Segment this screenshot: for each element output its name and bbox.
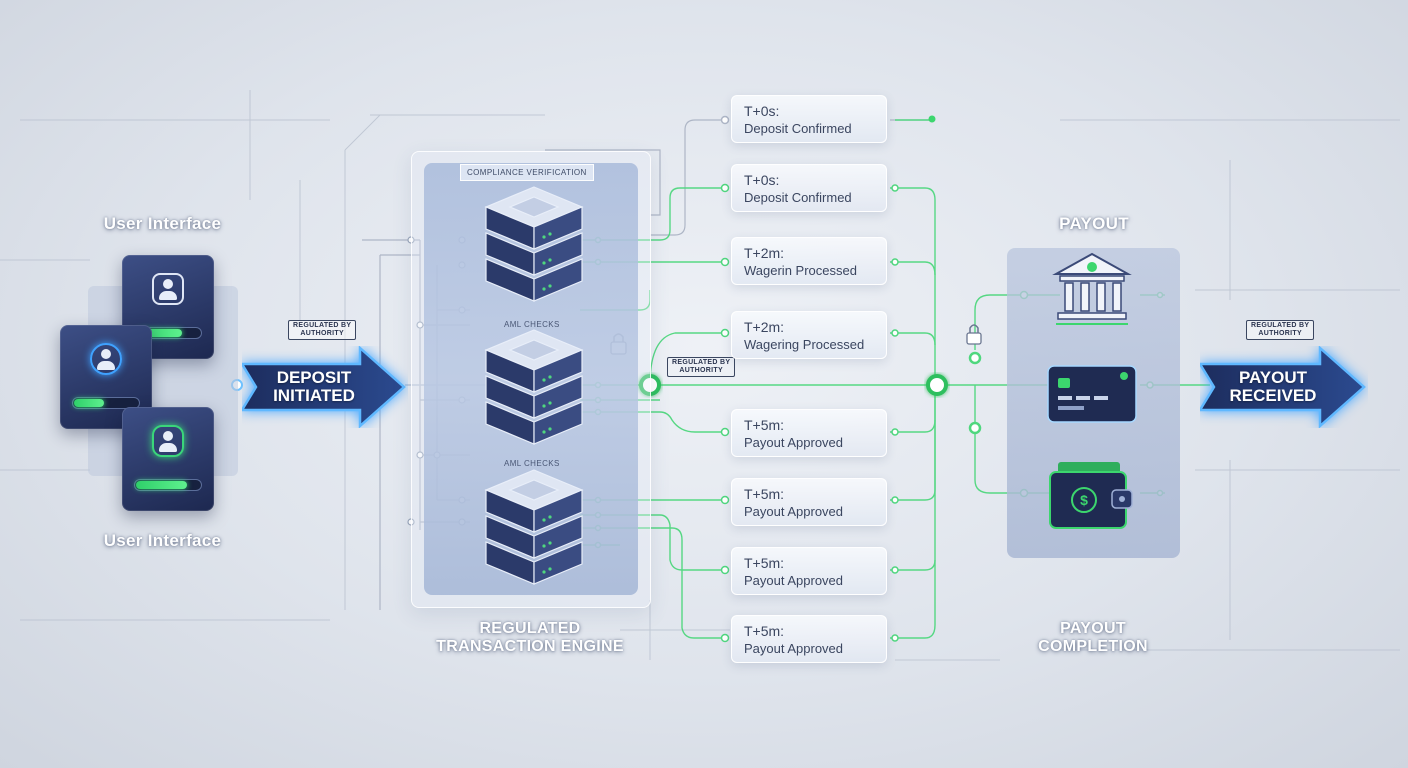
event-time: T+5m:	[744, 555, 785, 571]
event-card[interactable]: T+5m: Payout Approved	[731, 478, 887, 526]
event-card[interactable]: T+2m: Wagerin Processed	[731, 237, 887, 285]
bank-icon[interactable]	[1052, 252, 1132, 328]
aml-checks-tag: AML CHECKS	[504, 320, 560, 329]
event-time: T+0s:	[744, 103, 780, 119]
event-desc: Payout Approved	[744, 641, 844, 656]
deposit-line1: DEPOSIT	[276, 368, 352, 387]
user-icon	[90, 343, 122, 375]
user-card[interactable]	[122, 407, 214, 511]
event-desc: Payout Approved	[744, 435, 844, 450]
wallet-icon[interactable]: $	[1046, 458, 1138, 534]
event-desc: Payout Approved	[744, 504, 844, 519]
svg-text:$: $	[1080, 492, 1088, 508]
payout-title: PAYOUT	[1059, 214, 1129, 233]
event-desc: Deposit Confirmed	[744, 190, 852, 205]
event-time: T+2m:	[744, 319, 785, 335]
padlock-icon	[966, 324, 982, 345]
event-card[interactable]: T+0s: Deposit Confirmed	[731, 164, 887, 212]
event-desc: Deposit Confirmed	[744, 121, 852, 136]
progress-bar	[134, 479, 202, 491]
event-desc: Wagerin Processed	[744, 263, 857, 278]
server-stack-icon	[484, 186, 584, 302]
shield-user-icon	[152, 273, 184, 305]
user-interface-label-top: User Interface	[103, 214, 222, 233]
event-card[interactable]: T+2m: Wagering Processed	[731, 311, 887, 359]
user-interface-label-bottom: User Interface	[103, 531, 222, 550]
received-line1: PAYOUT	[1238, 368, 1308, 387]
shield-user-icon	[152, 425, 184, 457]
event-time: T+0s:	[744, 172, 780, 188]
event-time: T+5m:	[744, 623, 785, 639]
event-card[interactable]: T+0s: Deposit Confirmed	[731, 95, 887, 143]
event-card[interactable]: T+5m: Payout Approved	[731, 615, 887, 663]
credit-card-icon[interactable]	[1046, 364, 1138, 424]
deposit-line2: INITIATED	[273, 386, 355, 405]
event-desc: Payout Approved	[744, 573, 844, 588]
aml-checks-tag: AML CHECKS	[504, 459, 560, 468]
event-time: T+5m:	[744, 486, 785, 502]
server-stack-icon	[484, 469, 584, 585]
event-time: T+5m:	[744, 417, 785, 433]
event-time: T+2m:	[744, 245, 785, 261]
progress-bar	[72, 397, 140, 409]
server-stack-icon	[484, 329, 584, 445]
compliance-verification-tag: COMPLIANCE VERIFICATION	[460, 164, 594, 181]
event-desc: Wagering Processed	[744, 337, 865, 352]
event-card[interactable]: T+5m: Payout Approved	[731, 547, 887, 595]
user-card[interactable]	[122, 255, 214, 359]
received-line2: RECEIVED	[1229, 386, 1317, 405]
event-card[interactable]: T+5m: Payout Approved	[731, 409, 887, 457]
